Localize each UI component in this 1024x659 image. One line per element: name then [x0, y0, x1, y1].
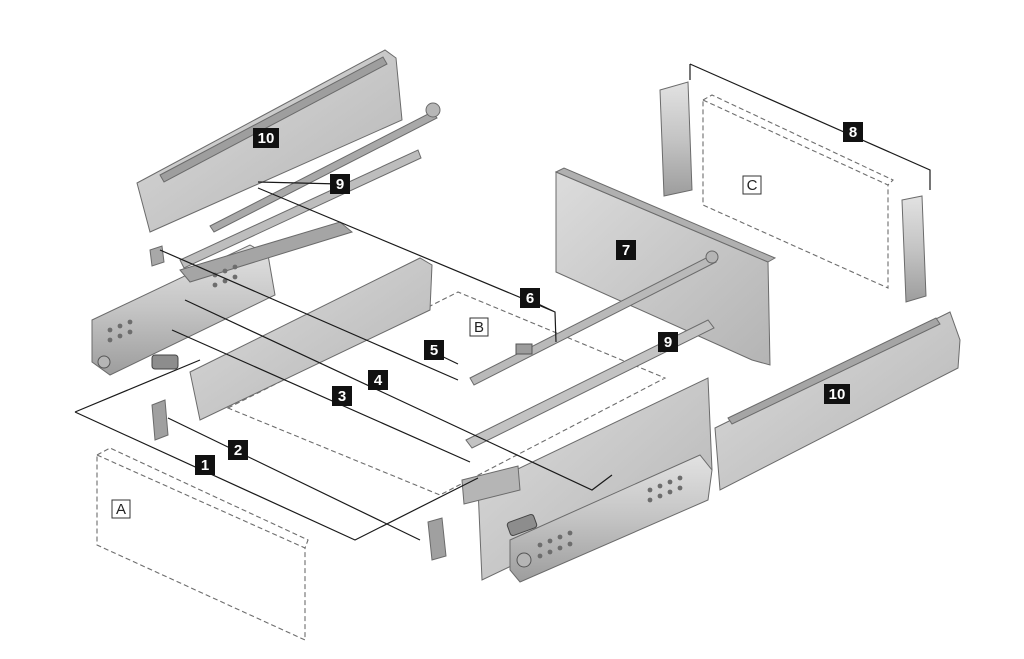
- label-box-a: A: [111, 499, 131, 519]
- callout-5: 5: [424, 340, 444, 360]
- front-panel-a: [96, 447, 309, 641]
- bracket-8-left: [659, 81, 693, 197]
- label-box-b: B: [469, 317, 489, 337]
- svg-text:3: 3: [338, 388, 346, 405]
- svg-text:2: 2: [234, 442, 242, 459]
- callout-4: 4: [368, 370, 388, 390]
- back-panel-7: [554, 167, 777, 366]
- svg-text:9: 9: [336, 176, 344, 193]
- svg-text:B: B: [474, 319, 484, 336]
- front-clips: [427, 465, 538, 561]
- svg-text:C: C: [747, 177, 758, 194]
- callout-2: 2: [228, 440, 248, 460]
- svg-text:10: 10: [258, 130, 275, 147]
- callout-3: 3: [332, 386, 352, 406]
- rod-6: [469, 250, 719, 386]
- svg-text:7: 7: [622, 242, 630, 259]
- bracket-8-right: [901, 195, 927, 303]
- back-panel-c: [702, 94, 894, 289]
- svg-text:9: 9: [664, 334, 672, 351]
- left-drawer-side: [189, 257, 433, 421]
- label-box-c: C: [742, 175, 762, 195]
- svg-text:10: 10: [829, 386, 846, 403]
- callout-8: 8: [843, 122, 863, 142]
- clip-parts-left: [149, 245, 179, 441]
- callout-9-bottom: 9: [658, 332, 678, 352]
- callout-9-top: 9: [330, 174, 350, 194]
- svg-text:4: 4: [374, 372, 383, 389]
- svg-text:1: 1: [201, 457, 209, 474]
- callout-6: 6: [520, 288, 540, 308]
- svg-text:6: 6: [526, 290, 534, 307]
- svg-text:5: 5: [430, 342, 438, 359]
- svg-text:A: A: [116, 501, 126, 518]
- callout-1: 1: [195, 455, 215, 475]
- callout-10-top: 10: [253, 128, 279, 148]
- callout-7: 7: [616, 240, 636, 260]
- left-drawer-runner: [91, 221, 354, 376]
- rail-rod-9-top: [179, 102, 441, 269]
- right-drawer-runner: [509, 454, 713, 583]
- callout-10-bottom: 10: [824, 384, 850, 404]
- svg-text:8: 8: [849, 124, 857, 141]
- rail-9-bottom: [465, 319, 715, 449]
